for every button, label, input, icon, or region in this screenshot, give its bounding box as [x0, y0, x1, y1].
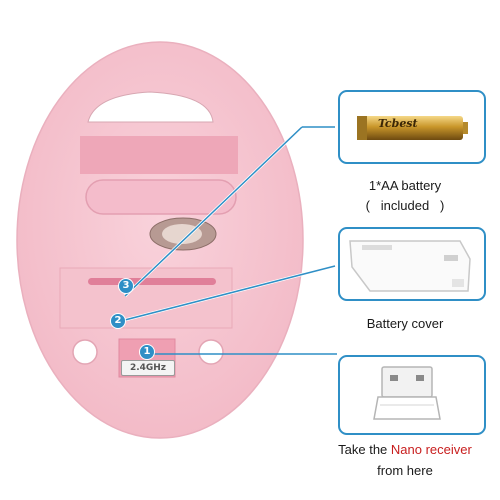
upper-panel [80, 136, 238, 174]
battery-callout: Tcbest [338, 90, 486, 164]
receiver-frequency-label: 2.4GHz [121, 360, 175, 376]
receiver-callout [338, 355, 486, 435]
badge-3: 3 [118, 278, 134, 294]
battery-cover-icon [349, 240, 471, 292]
badge-2: 2 [110, 313, 126, 329]
receiver-caption-line2: from here [377, 463, 433, 478]
cover-latch [88, 278, 216, 285]
callout-line-battery [124, 126, 303, 297]
cover-caption: Battery cover [366, 316, 444, 331]
cover-callout [338, 227, 486, 301]
receiver-caption-prefix: Take the [338, 442, 391, 457]
top-glide-pad [87, 91, 214, 123]
power-slot [85, 179, 237, 215]
aa-battery-icon [357, 116, 468, 140]
sensor-lens [162, 224, 202, 244]
usb-nano-receiver-icon [373, 366, 441, 420]
battery-caption-line2: ( included ) [365, 198, 445, 213]
battery-brand: Tcbest [378, 117, 418, 130]
receiver-caption-highlight: Nano receiver [390, 442, 472, 457]
right-glide-foot [198, 339, 224, 365]
badge-1: 1 [139, 344, 155, 360]
battery-caption-line1: 1*AA battery [368, 178, 442, 193]
left-glide-foot [72, 339, 98, 365]
receiver-caption-line1: Take the Nano receiver [310, 441, 500, 459]
callout-line-cover [116, 265, 336, 323]
